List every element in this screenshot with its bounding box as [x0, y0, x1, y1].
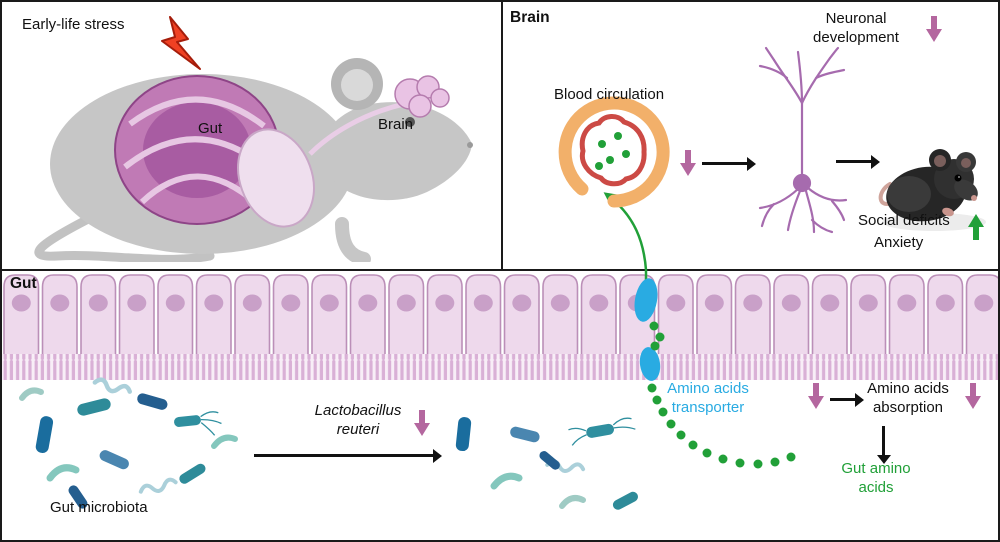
decrease-arrow-icon — [965, 383, 981, 410]
brain-panel-title: Brain — [510, 9, 550, 26]
mouse-brain — [394, 75, 450, 118]
bacteria-group-left — [19, 377, 238, 509]
gut-panel-art — [2, 270, 998, 510]
blood-vessel-icon — [558, 96, 670, 208]
brain-organ-label: Brain — [378, 116, 414, 133]
gut-amino-acids-label: Gut amino acids — [841, 460, 911, 496]
increase-arrow-icon — [968, 214, 984, 241]
mouse-head — [322, 102, 472, 201]
neuron-to-behavior-arrow — [836, 154, 880, 169]
transporter-icon — [634, 278, 658, 322]
brain-panel-art — [558, 46, 986, 270]
social-deficits-label: Social deficits — [858, 212, 950, 229]
lactobacillus-label: Lactobacillus reuteri — [314, 402, 402, 438]
blood-circulation-label: Blood circulation — [554, 86, 665, 103]
decrease-arrow-icon — [414, 410, 430, 437]
amino-acid-dots — [647, 321, 796, 469]
lightning-icon — [161, 16, 201, 70]
decrease-arrow-icon — [926, 16, 942, 43]
neuron-icon — [758, 46, 848, 234]
vertical-divider — [501, 2, 503, 270]
mouse-tail — [34, 207, 215, 262]
microbiota-change-arrow — [254, 448, 442, 463]
decrease-arrow-icon — [808, 383, 824, 410]
mouse-eye — [405, 117, 415, 127]
gut-organs — [114, 75, 405, 228]
early-life-stress-label: Early-life stress — [22, 16, 125, 33]
transporter-icon — [639, 347, 661, 381]
epithelium-illustration — [2, 270, 998, 380]
gut-organ-label: Gut — [198, 120, 223, 137]
gut-panel-title: Gut — [10, 275, 37, 292]
absorption-to-amino-arrow — [876, 426, 891, 464]
bacteria-group-right — [455, 417, 638, 510]
mouse-illustration — [34, 58, 473, 262]
decrease-arrow-icon — [680, 150, 696, 177]
neuronal-development-label: Neuronal development — [813, 10, 899, 46]
amino-transporter-label: Amino acids transporter — [667, 380, 749, 416]
anxiety-label: Anxiety — [874, 234, 924, 251]
mouse-photo — [878, 149, 986, 231]
stomach — [237, 128, 315, 228]
amino-absorption-label: Amino acids absorption — [867, 380, 949, 416]
gut-microbiota-label: Gut microbiota — [50, 499, 148, 516]
transporter-to-absorption-arrow — [830, 392, 864, 407]
vessel-to-neuron-arrow — [702, 156, 756, 171]
